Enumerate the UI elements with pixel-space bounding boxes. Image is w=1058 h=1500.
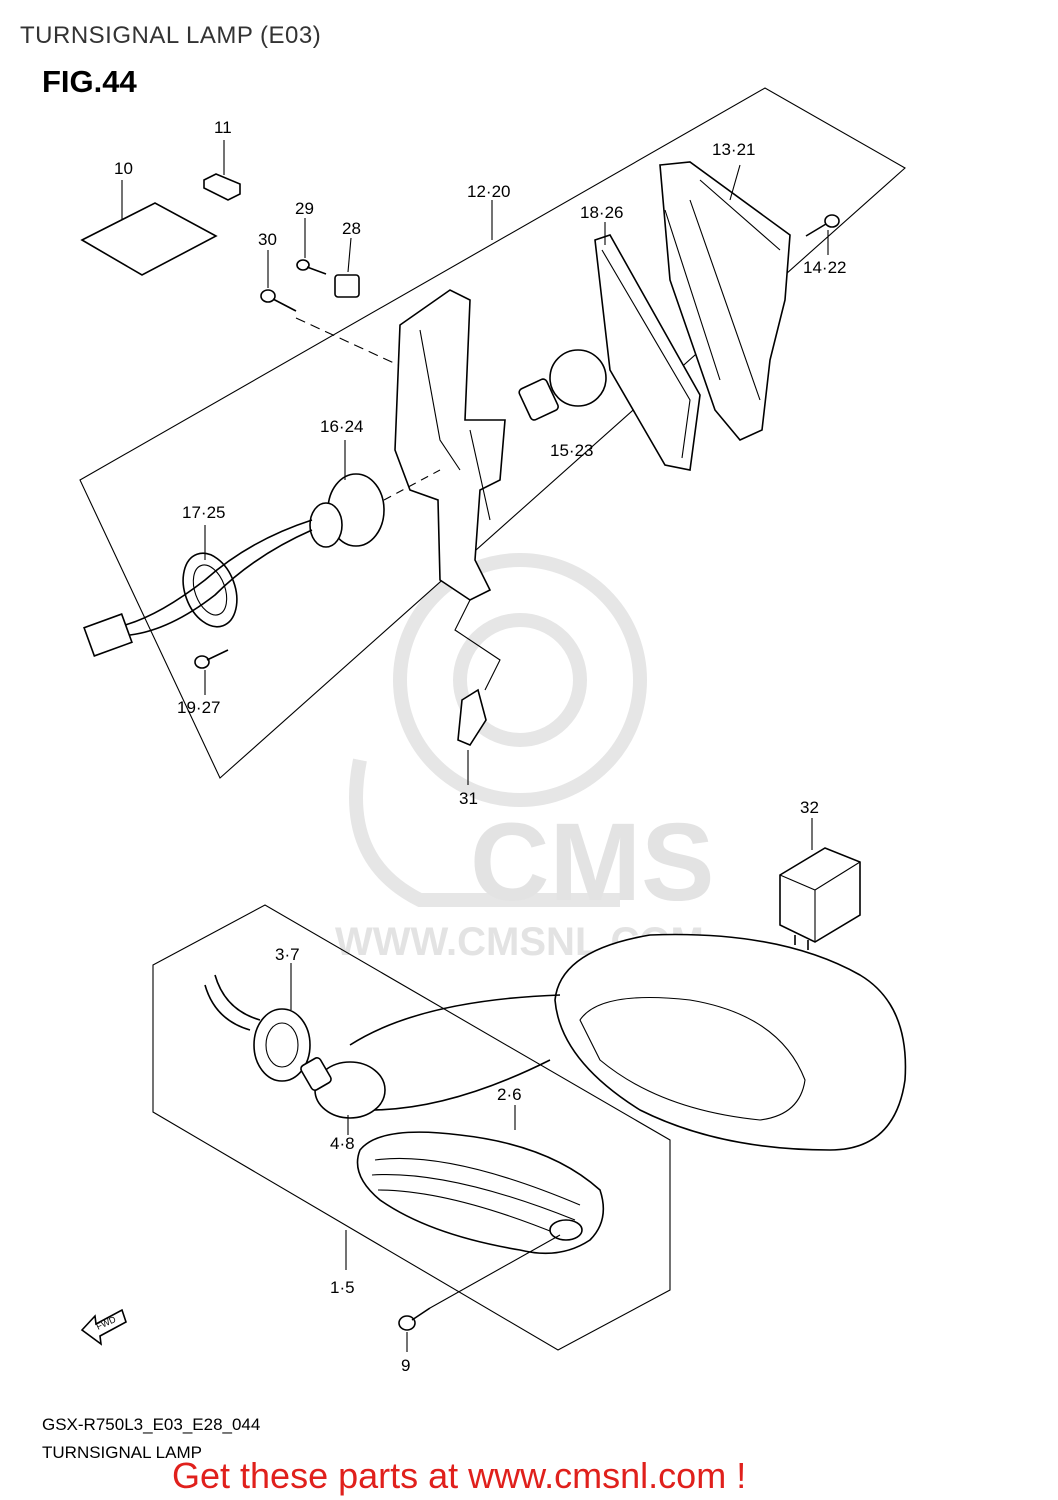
- part-19-27-screw: [194, 649, 229, 669]
- part-18-26-gasket: [594, 234, 701, 471]
- upper-assembly-frame: [79, 87, 906, 779]
- part-2-6-lens: [356, 1131, 605, 1255]
- diagram-name: TURNSIGNAL LAMP: [42, 1443, 202, 1462]
- callout-9: 9: [401, 1356, 410, 1375]
- callout-17-25: 17·25: [182, 503, 225, 522]
- callout-31: 31: [459, 789, 478, 808]
- part-15-23-bulb: [518, 349, 607, 421]
- part-4-8-bulb: [300, 1057, 386, 1119]
- part-11-block: [203, 173, 241, 201]
- callout-28: 28: [342, 219, 361, 238]
- callout-16-24: 16·24: [320, 417, 363, 436]
- callout-3-7: 3·7: [275, 945, 300, 964]
- part-14-22-screw: [805, 214, 840, 237]
- part-28-clip: [334, 274, 360, 298]
- part-17-25-grommet: [83, 519, 313, 657]
- part-9-screw: [398, 1234, 561, 1331]
- diagram-code: GSX-R750L3_E03_E28_044: [42, 1415, 261, 1434]
- part-30-screw: [260, 289, 297, 312]
- callout-32: 32: [800, 798, 819, 817]
- part-12-20-bracket: [394, 289, 506, 601]
- part-3-7-socket: [204, 974, 311, 1082]
- fwd-direction-arrow: FWD: [80, 1308, 127, 1346]
- callout-12-20: 12·20: [467, 182, 510, 201]
- callout-19-27: 19·27: [177, 698, 220, 717]
- page-title: TURNSIGNAL LAMP (E03): [20, 22, 322, 49]
- promo-link[interactable]: Get these parts at www.cmsnl.com !: [172, 1455, 747, 1496]
- callout-4-8: 4·8: [330, 1134, 355, 1153]
- figure-number: FIG.44: [42, 64, 137, 99]
- callout-10: 10: [114, 159, 133, 178]
- part-16-24-socket: [309, 473, 385, 548]
- part-31-clip: [457, 688, 487, 746]
- part-32-relay: [779, 847, 861, 950]
- callout-15-23: 15·23: [550, 441, 593, 460]
- part-13-21-lens: [659, 161, 791, 441]
- callout-11: 11: [214, 118, 232, 137]
- callout-14-22: 14·22: [803, 258, 846, 277]
- callout-2-6: 2·6: [497, 1085, 522, 1104]
- cms-watermark: CMS WWW.CMSNL.COM: [335, 553, 714, 964]
- watermark-brand: CMS: [470, 801, 714, 924]
- callout-13-21: 13·21: [712, 140, 755, 159]
- callout-29: 29: [295, 199, 314, 218]
- callout-30: 30: [258, 230, 277, 249]
- lower-assembly-frame: [152, 904, 671, 1351]
- part-29-screw: [296, 259, 327, 275]
- callout-18-26: 18·26: [580, 203, 623, 222]
- mirror-housing: [349, 933, 907, 1151]
- callout-1-5: 1·5: [330, 1278, 355, 1297]
- part-10-pad: [80, 202, 218, 276]
